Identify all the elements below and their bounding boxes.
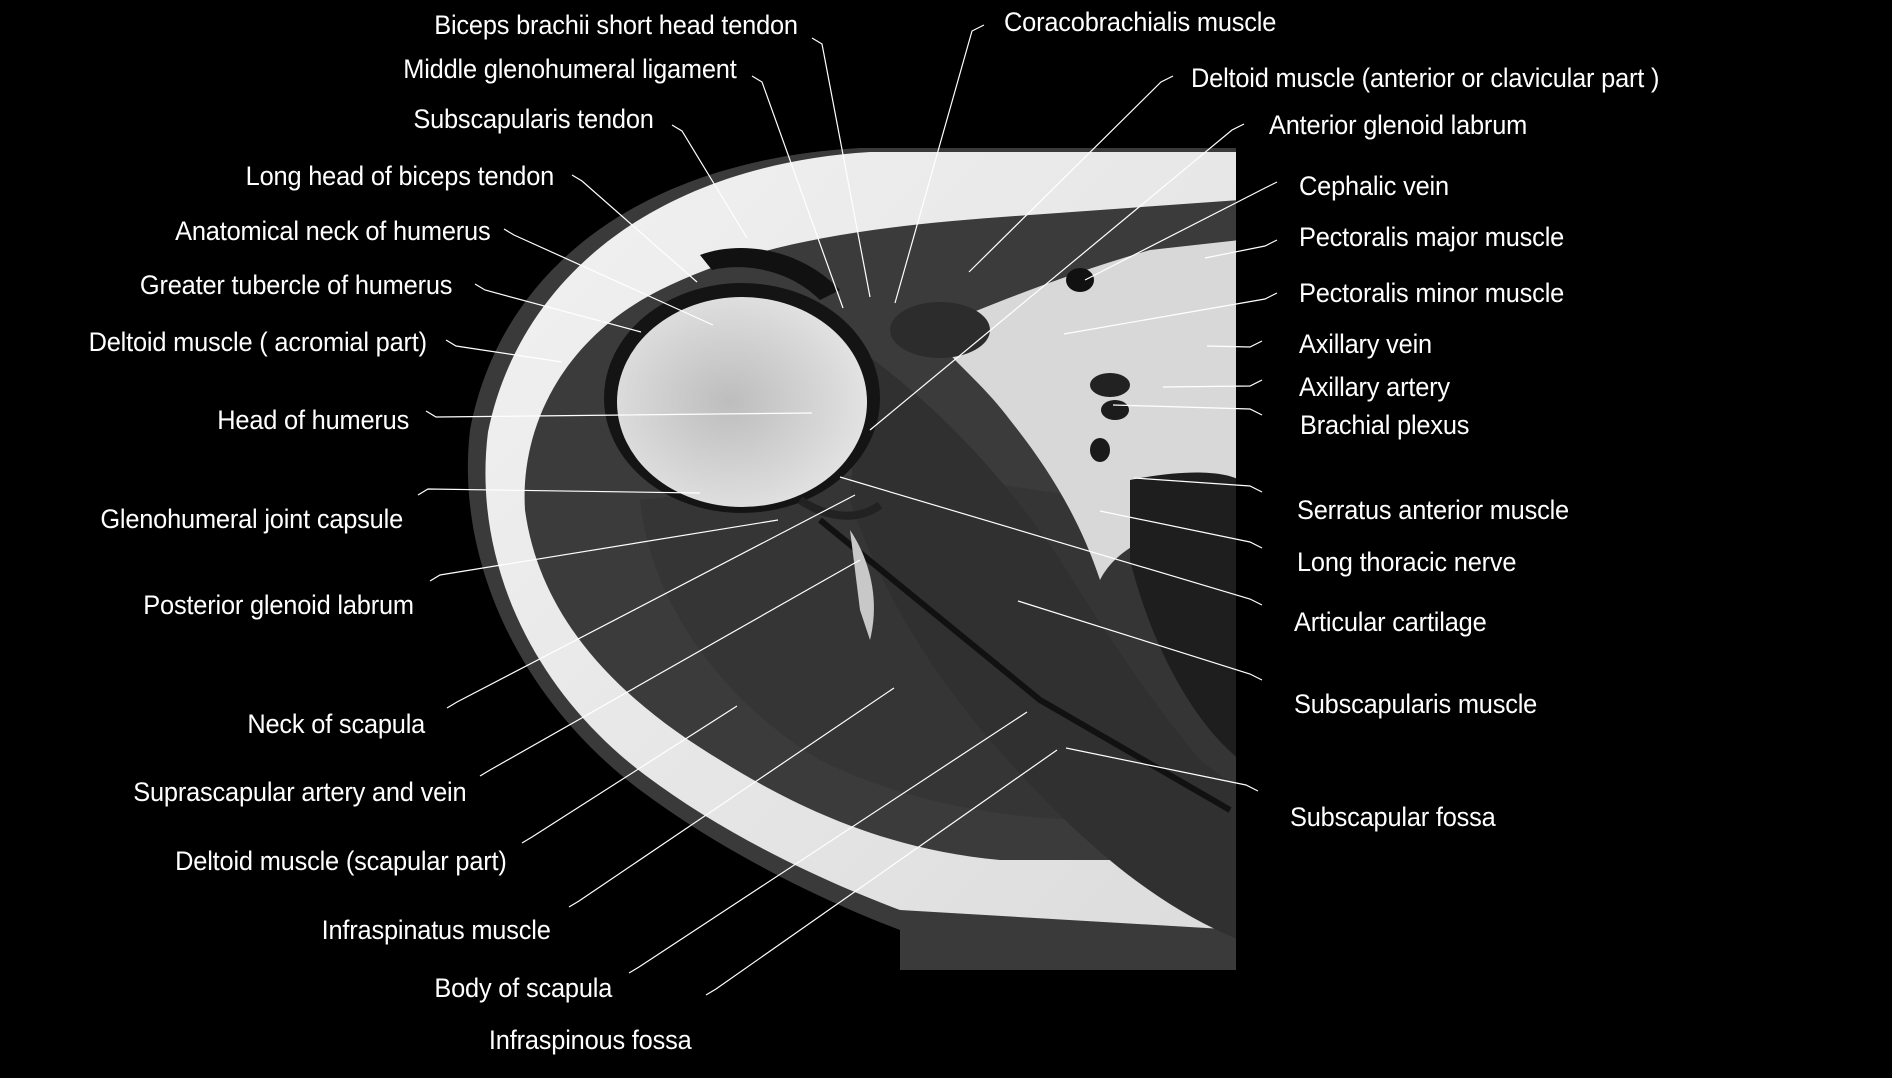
- leader-line-anterior-glenoid-labrum: [869, 123, 1245, 431]
- leader-line-long-head-of-biceps-tendon: [571, 174, 698, 283]
- label-axillary-artery: Axillary artery: [1299, 372, 1450, 402]
- label-subscapularis-tendon: Subscapularis tendon: [413, 104, 655, 134]
- leader-line-serratus-anterior-muscle: [1133, 477, 1263, 493]
- leader-line-suprascapular-artery-and-vein: [479, 559, 861, 777]
- leader-line-axillary-vein: [1206, 340, 1263, 348]
- label-coracobrachialis-muscle: Coracobrachialis muscle: [1004, 7, 1277, 37]
- leader-line-axillary-artery: [1162, 379, 1263, 388]
- label-infraspinous-fossa: Infraspinous fossa: [489, 1025, 692, 1055]
- leader-lines: [417, 24, 1278, 996]
- leader-line-pectoralis-minor-muscle: [1063, 292, 1278, 335]
- leader-line-brachial-plexus: [1112, 404, 1263, 416]
- label-infraspinatus-muscle: Infraspinatus muscle: [321, 915, 551, 945]
- leader-line-infraspinous-fossa: [705, 749, 1058, 996]
- leader-line-biceps-brachii-short-head-tendon: [811, 37, 871, 298]
- leader-line-coracobrachialis-muscle: [894, 24, 985, 304]
- leader-line-cephalic-vein: [1084, 181, 1278, 281]
- label-glenohumeral-joint-capsule: Glenohumeral joint capsule: [100, 504, 403, 534]
- label-cephalic-vein: Cephalic vein: [1299, 171, 1449, 201]
- label-biceps-brachii-short-head-tendon: Biceps brachii short head tendon: [434, 10, 798, 40]
- label-middle-glenohumeral-ligament: Middle glenohumeral ligament: [403, 54, 738, 84]
- label-brachial-plexus: Brachial plexus: [1300, 410, 1470, 440]
- leader-line-subscapular-fossa: [1065, 747, 1259, 792]
- label-long-head-of-biceps-tendon: Long head of biceps tendon: [245, 161, 555, 191]
- leader-line-head-of-humerus: [425, 410, 813, 418]
- leader-line-glenohumeral-joint-capsule: [417, 488, 701, 496]
- label-anterior-glenoid-labrum: Anterior glenoid labrum: [1269, 110, 1528, 140]
- leader-line-subscapularis-muscle: [1017, 600, 1263, 681]
- leader-line-body-of-scapula: [628, 711, 1028, 974]
- leader-line-long-thoracic-nerve: [1099, 510, 1263, 549]
- label-head-of-humerus: Head of humerus: [217, 405, 409, 435]
- leader-line-pectoralis-major-muscle: [1204, 239, 1278, 259]
- leader-line-neck-of-scapula: [446, 494, 856, 709]
- label-pectoralis-minor-muscle: Pectoralis minor muscle: [1299, 278, 1565, 308]
- label-serratus-anterior-muscle: Serratus anterior muscle: [1297, 495, 1569, 525]
- label-long-thoracic-nerve: Long thoracic nerve: [1297, 547, 1517, 577]
- leader-line-infraspinatus-muscle: [568, 687, 895, 908]
- leader-line-anatomical-neck-of-humerus: [503, 228, 714, 326]
- label-subscapularis-muscle: Subscapularis muscle: [1294, 689, 1538, 719]
- label-pectoralis-major-muscle: Pectoralis major muscle: [1299, 222, 1565, 252]
- label-deltoid-muscle-scapular-part: Deltoid muscle (scapular part): [175, 846, 508, 876]
- label-posterior-glenoid-labrum: Posterior glenoid labrum: [143, 590, 414, 620]
- label-subscapular-fossa: Subscapular fossa: [1290, 802, 1496, 832]
- label-deltoid-muscle-anterior-or-clavicular-part: Deltoid muscle (anterior or clavicular p…: [1191, 63, 1660, 93]
- leader-line-articular-cartilage: [839, 476, 1263, 606]
- label-axillary-vein: Axillary vein: [1299, 329, 1432, 359]
- leader-line-deltoid-muscle-anterior-or-clavicular-part: [968, 75, 1174, 273]
- label-deltoid-muscle-acromial-part: Deltoid muscle ( acromial part): [88, 327, 428, 357]
- leader-line-subscapularis-tendon: [671, 124, 748, 239]
- label-suprascapular-artery-and-vein: Suprascapular artery and vein: [132, 777, 466, 807]
- leader-line-posterior-glenoid-labrum: [429, 519, 779, 582]
- label-body-of-scapula: Body of scapula: [434, 973, 612, 1003]
- leader-line-middle-glenohumeral-ligament: [751, 75, 844, 309]
- label-greater-tubercle-of-humerus: Greater tubercle of humerus: [139, 270, 453, 300]
- label-neck-of-scapula: Neck of scapula: [247, 709, 425, 739]
- label-anatomical-neck-of-humerus: Anatomical neck of humerus: [174, 216, 491, 246]
- leader-line-greater-tubercle-of-humerus: [474, 283, 642, 333]
- leader-line-deltoid-muscle-scapular-part: [521, 705, 738, 844]
- leader-line-deltoid-muscle-acromial-part: [445, 339, 563, 363]
- label-articular-cartilage: Articular cartilage: [1294, 607, 1487, 637]
